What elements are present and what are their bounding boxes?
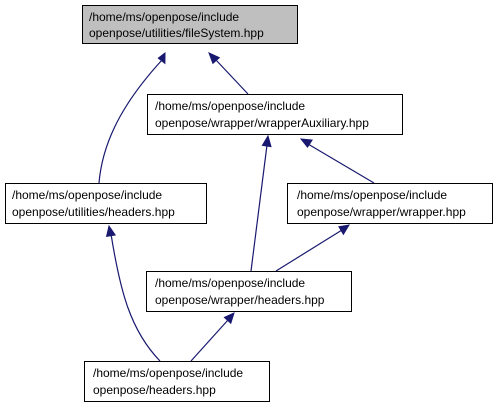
node-wrapper-wrapper-line2: openpose/wrapper/wrapper.hpp	[297, 205, 466, 219]
arrow-head-filesystem-from-utilities-headers	[157, 51, 166, 65]
arrow-head-wrapper-headers-from-openpose-headers	[223, 312, 235, 325]
node-openpose-headers[interactable]: /home/ms/openpose/include openpose/heade…	[84, 361, 270, 402]
arrow-head-utilities-headers-from-openpose-headers	[105, 224, 117, 238]
edge-wrapper-auxiliary-to-filesystem	[215, 59, 249, 95]
edge-wrapper-headers-to-wrapper-auxiliary	[250, 144, 268, 272]
node-wrapper-wrapper[interactable]: /home/ms/openpose/include openpose/wrapp…	[287, 183, 493, 224]
nodes-layer: /home/ms/openpose/include openpose/utili…	[5, 5, 493, 402]
edge-wrapper-wrapper-to-wrapper-auxiliary	[307, 143, 375, 184]
edges-layer	[98, 51, 375, 362]
node-filesystem-line1: /home/ms/openpose/include	[89, 10, 239, 24]
node-filesystem-box	[82, 5, 298, 44]
node-filesystem-line2: openpose/utilities/fileSystem.hpp	[89, 26, 264, 40]
arrow-head-wrapper-auxiliary-from-wrapper-wrapper	[299, 138, 313, 149]
node-wrapper-headers-line1: /home/ms/openpose/include	[155, 276, 305, 290]
node-wrapper-headers[interactable]: /home/ms/openpose/include openpose/wrapp…	[146, 271, 352, 312]
node-wrapper-auxiliary-box	[147, 94, 403, 135]
arrow-head-wrapper-wrapper-from-wrapper-headers	[338, 224, 350, 236]
node-wrapper-auxiliary-line2: openpose/wrapper/wrapperAuxiliary.hpp	[155, 116, 369, 130]
node-utilities-headers[interactable]: /home/ms/openpose/include openpose/utili…	[5, 183, 207, 224]
node-wrapper-auxiliary[interactable]: /home/ms/openpose/include openpose/wrapp…	[147, 94, 403, 135]
arrow-head-filesystem-from-wrapper-auxiliary	[208, 52, 221, 65]
node-openpose-headers-box	[84, 361, 270, 402]
node-wrapper-wrapper-line1: /home/ms/openpose/include	[297, 188, 447, 202]
arrow-head-wrapper-auxiliary-from-wrapper-headers	[261, 134, 272, 148]
edge-openpose-headers-to-wrapper-headers	[190, 319, 229, 362]
edge-openpose-headers-to-utilities-headers	[110, 233, 161, 362]
node-wrapper-headers-line2: openpose/wrapper/headers.hpp	[155, 293, 325, 307]
node-wrapper-wrapper-box	[287, 183, 493, 224]
edge-wrapper-headers-to-wrapper-wrapper	[275, 229, 343, 272]
node-wrapper-headers-box	[146, 271, 352, 312]
node-utilities-headers-line1: /home/ms/openpose/include	[12, 188, 162, 202]
node-openpose-headers-line2: openpose/headers.hpp	[93, 383, 216, 397]
node-openpose-headers-line1: /home/ms/openpose/include	[93, 366, 243, 380]
edge-utilities-headers-to-filesystem	[98, 59, 163, 184]
node-filesystem[interactable]: /home/ms/openpose/include openpose/utili…	[82, 5, 298, 44]
node-utilities-headers-box	[5, 183, 207, 224]
node-wrapper-auxiliary-line1: /home/ms/openpose/include	[155, 99, 305, 113]
node-utilities-headers-line2: openpose/utilities/headers.hpp	[12, 205, 175, 219]
